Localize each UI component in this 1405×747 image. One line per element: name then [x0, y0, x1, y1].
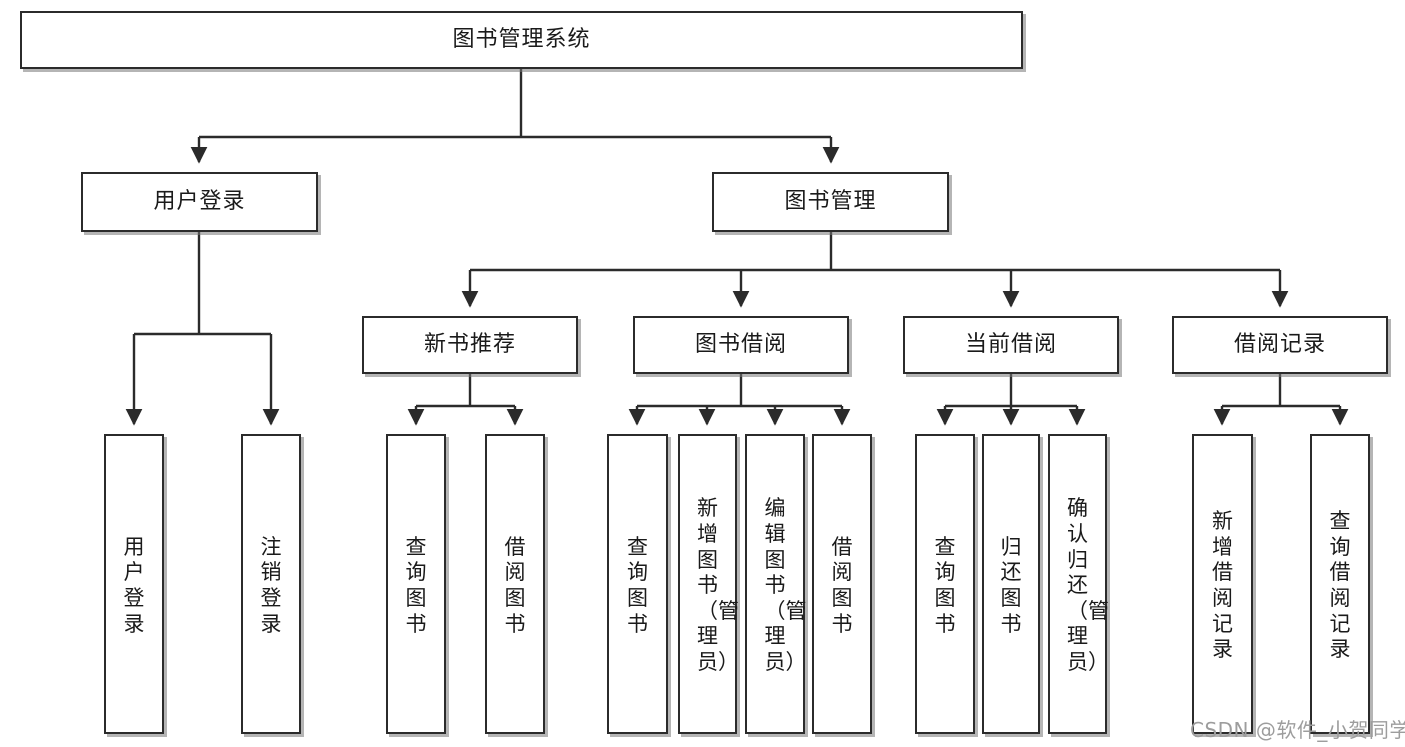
node-label: 新增图书（管理员） [697, 496, 739, 675]
node-level2[interactable]: 当前借阅 [903, 316, 1119, 374]
node-leaf[interactable]: 查询图书 [607, 434, 668, 734]
node-label: 当前借阅 [964, 331, 1057, 357]
node-leaf[interactable]: 编辑图书（管理员） [745, 434, 807, 734]
node-label: 查询借阅记录 [1329, 509, 1351, 662]
node-root[interactable]: 图书管理系统 [20, 11, 1023, 69]
node-leaf[interactable]: 借阅图书 [485, 434, 545, 734]
node-label: 归还图书 [1000, 534, 1022, 636]
node-label: 编辑图书（管理员） [764, 496, 807, 675]
node-leaf[interactable]: 借阅图书 [812, 434, 872, 734]
node-label: 图书借阅 [694, 331, 787, 357]
node-label: 借阅记录 [1233, 331, 1326, 357]
node-level1[interactable]: 用户登录 [81, 172, 318, 232]
node-label: 用户登录 [123, 534, 145, 636]
node-label: 图书管理系统 [452, 26, 591, 52]
node-label: 查询图书 [934, 534, 956, 636]
node-label: 确认归还（管理员） [1067, 496, 1109, 675]
node-label: 借阅图书 [831, 534, 853, 636]
node-label: 查询图书 [627, 534, 648, 636]
node-leaf[interactable]: 用户登录 [104, 434, 164, 734]
node-label: 注销登录 [260, 534, 282, 636]
node-leaf[interactable]: 查询借阅记录 [1310, 434, 1370, 734]
node-level1[interactable]: 图书管理 [712, 172, 949, 232]
node-level2[interactable]: 图书借阅 [633, 316, 849, 374]
node-leaf[interactable]: 查询图书 [386, 434, 446, 734]
node-leaf[interactable]: 新增图书（管理员） [678, 434, 739, 734]
node-label: 借阅图书 [504, 534, 526, 636]
node-label: 图书管理 [784, 188, 877, 214]
node-level2[interactable]: 借阅记录 [1172, 316, 1388, 374]
node-leaf[interactable]: 查询图书 [915, 434, 975, 734]
node-label: 新书推荐 [423, 331, 516, 357]
node-leaf[interactable]: 新增借阅记录 [1192, 434, 1253, 734]
node-label: 查询图书 [405, 534, 427, 636]
node-leaf[interactable]: 注销登录 [241, 434, 301, 734]
node-leaf[interactable]: 归还图书 [982, 434, 1040, 734]
csdn-watermark: CSDN @软件_小贺同学 [1190, 718, 1405, 742]
node-label: 用户登录 [153, 188, 246, 214]
node-label: 新增借阅记录 [1212, 509, 1233, 662]
node-level2[interactable]: 新书推荐 [362, 316, 578, 374]
node-leaf[interactable]: 确认归还（管理员） [1048, 434, 1109, 734]
